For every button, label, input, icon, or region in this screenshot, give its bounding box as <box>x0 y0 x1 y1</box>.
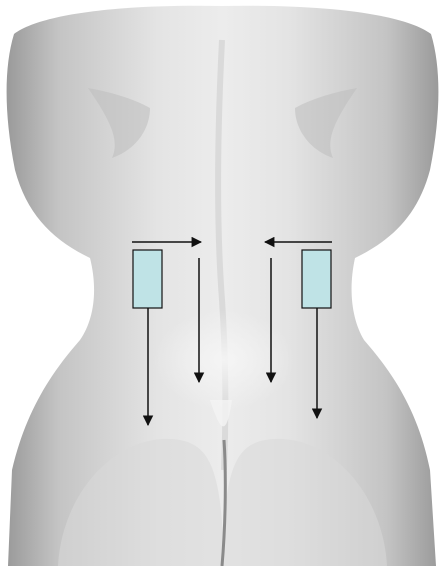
right-electrode <box>302 250 331 308</box>
lower-back-highlight <box>154 310 294 410</box>
left-electrode <box>133 250 162 308</box>
